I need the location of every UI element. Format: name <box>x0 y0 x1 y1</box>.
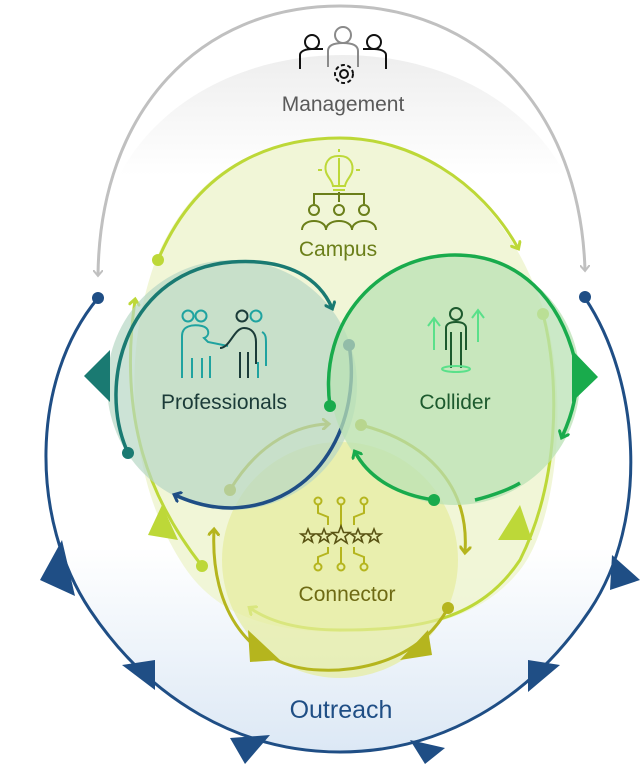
management-label: Management <box>282 93 405 116</box>
management-arc-left <box>98 4 341 275</box>
team-gear-icon <box>299 26 387 84</box>
outreach-label: Outreach <box>290 696 393 724</box>
management-arc-right <box>339 4 585 270</box>
five-stars-circuit-icon <box>298 496 384 572</box>
campus-label: Campus <box>299 238 377 261</box>
person-rising-arrows-icon <box>427 307 485 373</box>
collider-circle <box>324 253 598 506</box>
professionals-circle <box>84 259 357 510</box>
handshake-people-icon <box>181 309 267 378</box>
professionals-label: Professionals <box>161 391 287 414</box>
connector-label: Connector <box>299 583 396 606</box>
collider-label: Collider <box>419 391 490 414</box>
brain-lightbulb-network-icon <box>301 149 377 231</box>
